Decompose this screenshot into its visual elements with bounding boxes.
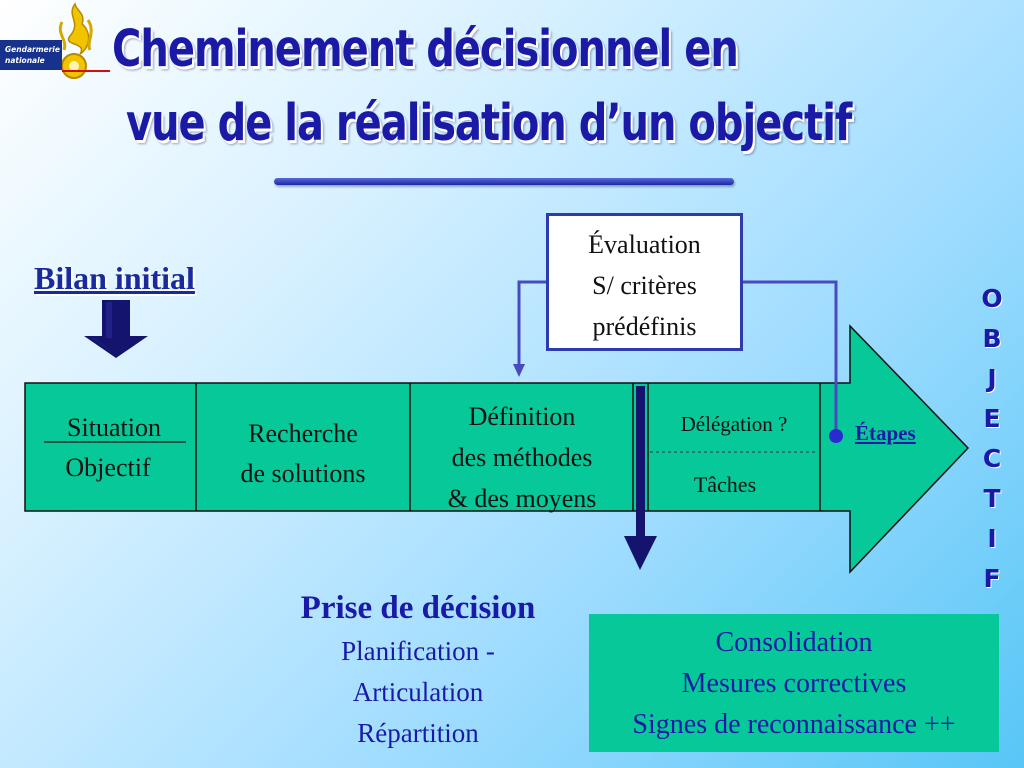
logo-banner: Gendarmerie nationale — [0, 40, 62, 70]
decision-arrow-head — [624, 536, 657, 570]
cell-situation: Situation — [34, 414, 194, 442]
gendarmerie-logo: Gendarmerie nationale — [0, 0, 112, 86]
flame-grenade-icon — [58, 2, 93, 79]
cell-recherche: Recherche de solutions — [198, 414, 408, 494]
consolidation-line-1: Consolidation — [715, 627, 873, 658]
etapes-label: Étapes — [855, 421, 916, 445]
recherche-line-1: Recherche — [248, 419, 358, 448]
objectif-label: Objectif — [65, 453, 151, 482]
objectif-letter: O — [981, 284, 1003, 313]
cell-definition: Définition des méthodes & des moyens — [412, 396, 632, 519]
title-underline — [274, 178, 734, 185]
title-line-2: vue de la réalisation d’un objectif — [126, 94, 852, 154]
decision-title: Prise de décision — [300, 590, 536, 626]
etapes-bullet — [829, 429, 843, 443]
logo-red-rule — [62, 70, 110, 72]
evaluation-right-connector — [743, 280, 838, 430]
evaluation-line-1: Évaluation — [588, 230, 701, 259]
evaluation-line-3: prédéfinis — [592, 312, 697, 341]
delegation-label: Délégation ? — [680, 412, 788, 436]
definition-line-1: Définition — [468, 402, 576, 431]
evaluation-box: Évaluation S/ critères prédéfinis — [546, 213, 743, 351]
decision-line-2: Articulation — [352, 677, 484, 707]
decision-line-3: Répartition — [357, 718, 479, 748]
recherche-line-2: de solutions — [240, 459, 366, 488]
evaluation-left-arrowhead — [513, 364, 525, 377]
taches-label: Tâches — [693, 472, 757, 497]
consolidation-box: Consolidation Mesures correctives Signes… — [589, 614, 999, 752]
logo-text-line1: Gendarmerie — [5, 45, 60, 54]
objectif-letter: E — [983, 404, 1001, 433]
definition-line-3: & des moyens — [447, 484, 597, 513]
process-arrow-shape — [24, 324, 970, 574]
decision-arrow-shaft — [636, 386, 645, 536]
objectif-letter: I — [987, 524, 997, 553]
cell-objectif: Objectif — [28, 454, 188, 482]
objectif-letter: J — [987, 364, 997, 393]
objectif-letter: B — [982, 324, 1002, 353]
bilan-initial-label: Bilan initial — [34, 260, 195, 296]
decision-line-1: Planification - — [341, 636, 495, 666]
evaluation-line-2: S/ critères — [592, 271, 697, 300]
evaluation-left-connector — [517, 280, 546, 366]
objectif-letter: T — [983, 484, 1001, 513]
definition-line-2: des méthodes — [451, 443, 593, 472]
objectif-letter: C — [982, 444, 1002, 473]
title-line-1: Cheminement décisionnel en — [112, 20, 739, 80]
logo-text-line2: nationale — [5, 56, 45, 65]
consolidation-line-3: Signes de reconnaissance ++ — [632, 709, 956, 740]
objectif-letter: F — [983, 564, 1001, 593]
consolidation-line-2: Mesures correctives — [681, 668, 907, 699]
down-arrow-icon — [84, 300, 148, 358]
situation-label: Situation — [67, 413, 161, 442]
